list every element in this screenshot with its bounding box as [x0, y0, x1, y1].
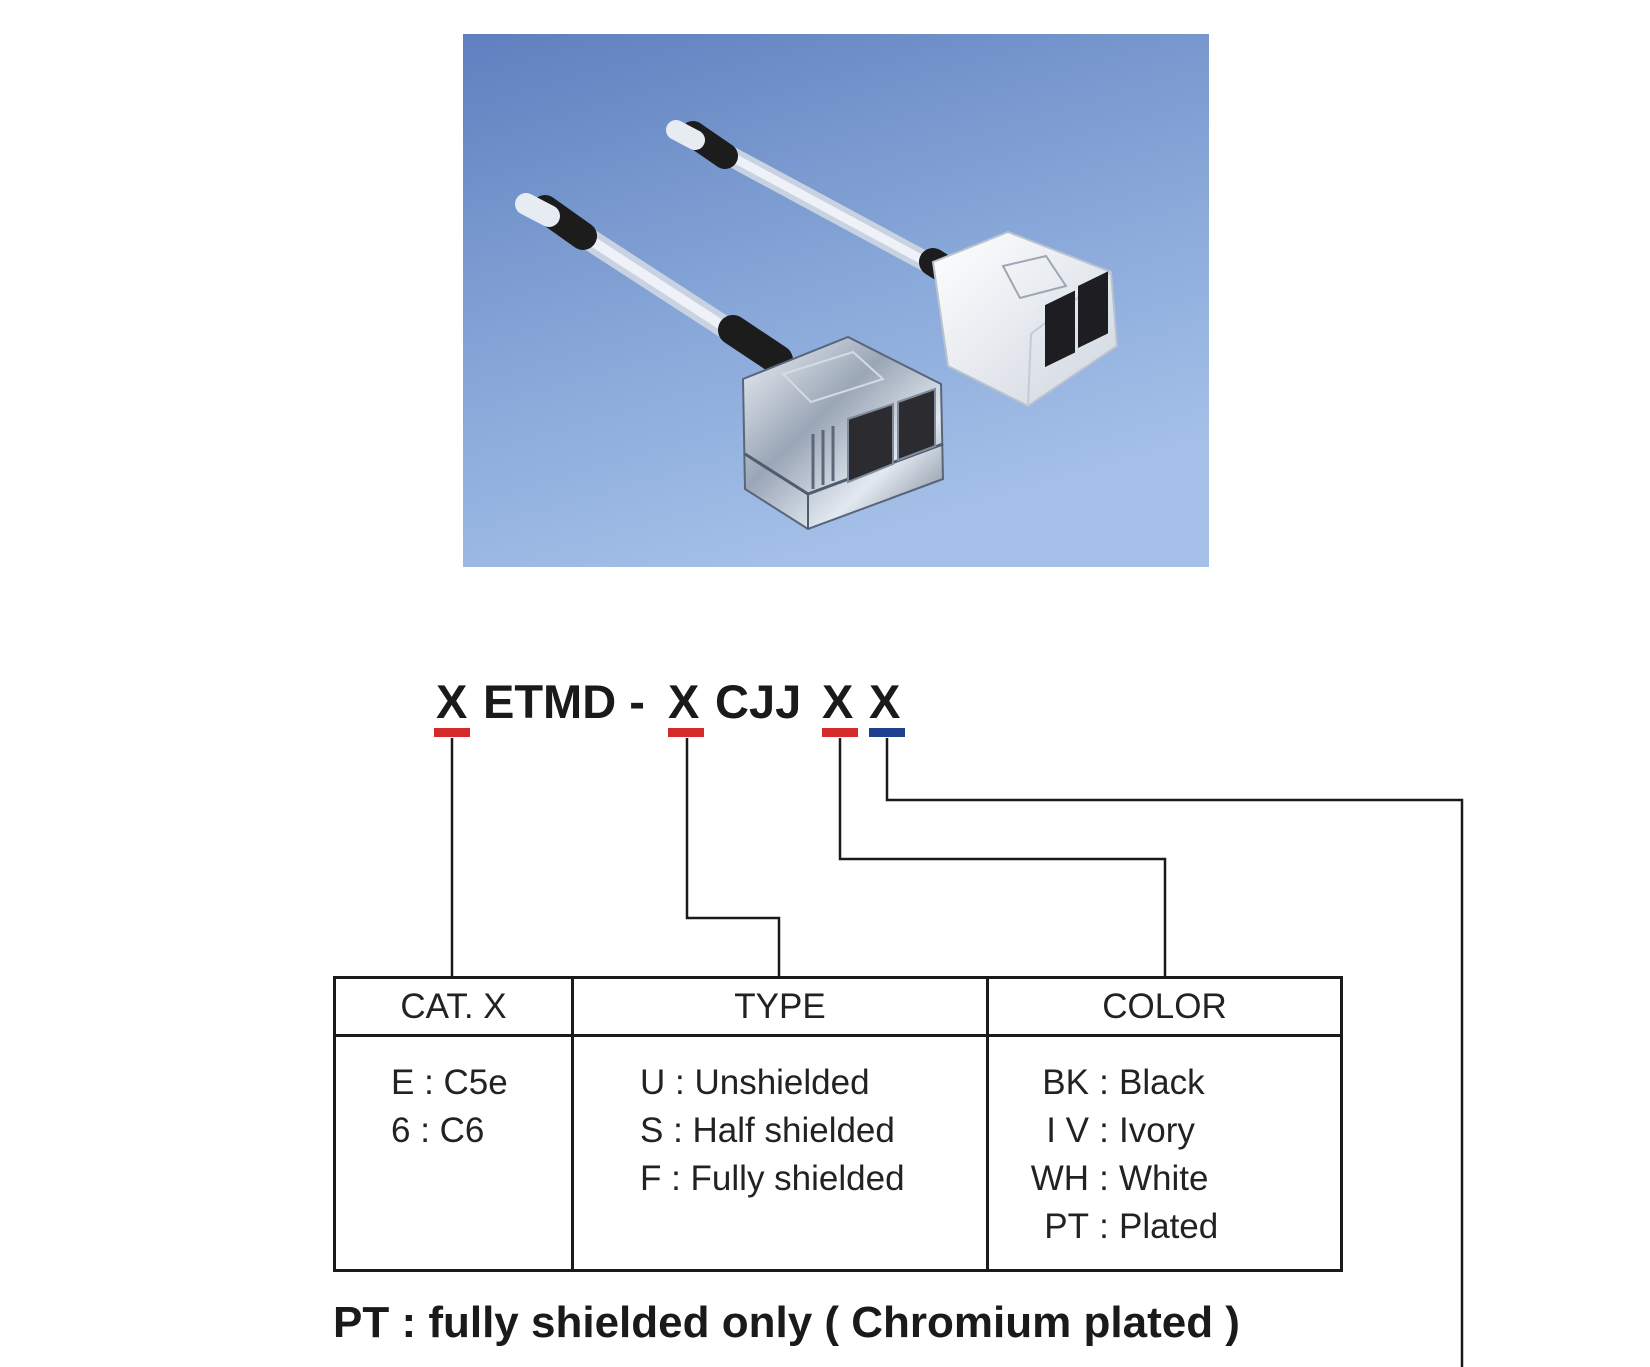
underline-type [668, 728, 704, 737]
code-color-x: X [822, 675, 854, 728]
type-option: F : Fully shielded [640, 1159, 905, 1198]
product-photo [463, 34, 1209, 567]
spec-table-body: E : C5e 6 : C6 U : Unshielded S : Half s… [333, 1034, 1343, 1272]
spec-table: CAT. X TYPE COLOR E : C5e 6 : C6 U : Uns… [333, 976, 1343, 1272]
spec-table-header: CAT. X TYPE COLOR [333, 976, 1343, 1037]
color-name: Ivory [1119, 1111, 1195, 1150]
white-splitter-body [931, 230, 1119, 408]
chrome-splitter-body [741, 335, 945, 531]
cat-option: 6 : C6 [391, 1111, 485, 1150]
color-code: I V [1046, 1111, 1089, 1150]
cat-options: E : C5e 6 : C6 [333, 1034, 574, 1272]
color-option: I V:Ivory [989, 1107, 1340, 1155]
connector-type [685, 738, 781, 976]
color-option: WH:White [989, 1155, 1340, 1203]
underline-plating [869, 728, 905, 737]
color-code: BK [1042, 1063, 1089, 1102]
color-code: PT [1044, 1207, 1089, 1246]
chrome-splitter-cable [515, 193, 793, 375]
code-plating-x: X [869, 675, 901, 728]
code-type-x: X [668, 675, 700, 728]
color-name: Black [1119, 1063, 1205, 1102]
header-cat: CAT. X [333, 976, 574, 1037]
header-color: COLOR [986, 976, 1343, 1037]
underline-color [822, 728, 858, 737]
color-name: Plated [1119, 1207, 1219, 1246]
color-code: WH [1030, 1159, 1089, 1198]
code-cat-x: X [436, 675, 468, 728]
type-option: S : Half shielded [640, 1111, 895, 1150]
header-type: TYPE [571, 976, 989, 1037]
color-options: BK:Black I V:Ivory WH:White PT:Plated [986, 1034, 1343, 1272]
color-option: PT:Plated [989, 1203, 1340, 1251]
footnote: PT : fully shielded only ( Chromium plat… [333, 1298, 1240, 1347]
cat-option: E : C5e [391, 1063, 508, 1102]
color-option: BK:Black [989, 1059, 1340, 1107]
type-options: U : Unshielded S : Half shielded F : Ful… [571, 1034, 989, 1272]
code-etmd: ETMD - [483, 675, 645, 728]
connector-color [838, 738, 1167, 976]
type-option: U : Unshielded [640, 1063, 870, 1102]
underline-cat [434, 728, 470, 737]
color-name: White [1119, 1159, 1209, 1198]
code-cjj: CJJ [715, 675, 802, 728]
